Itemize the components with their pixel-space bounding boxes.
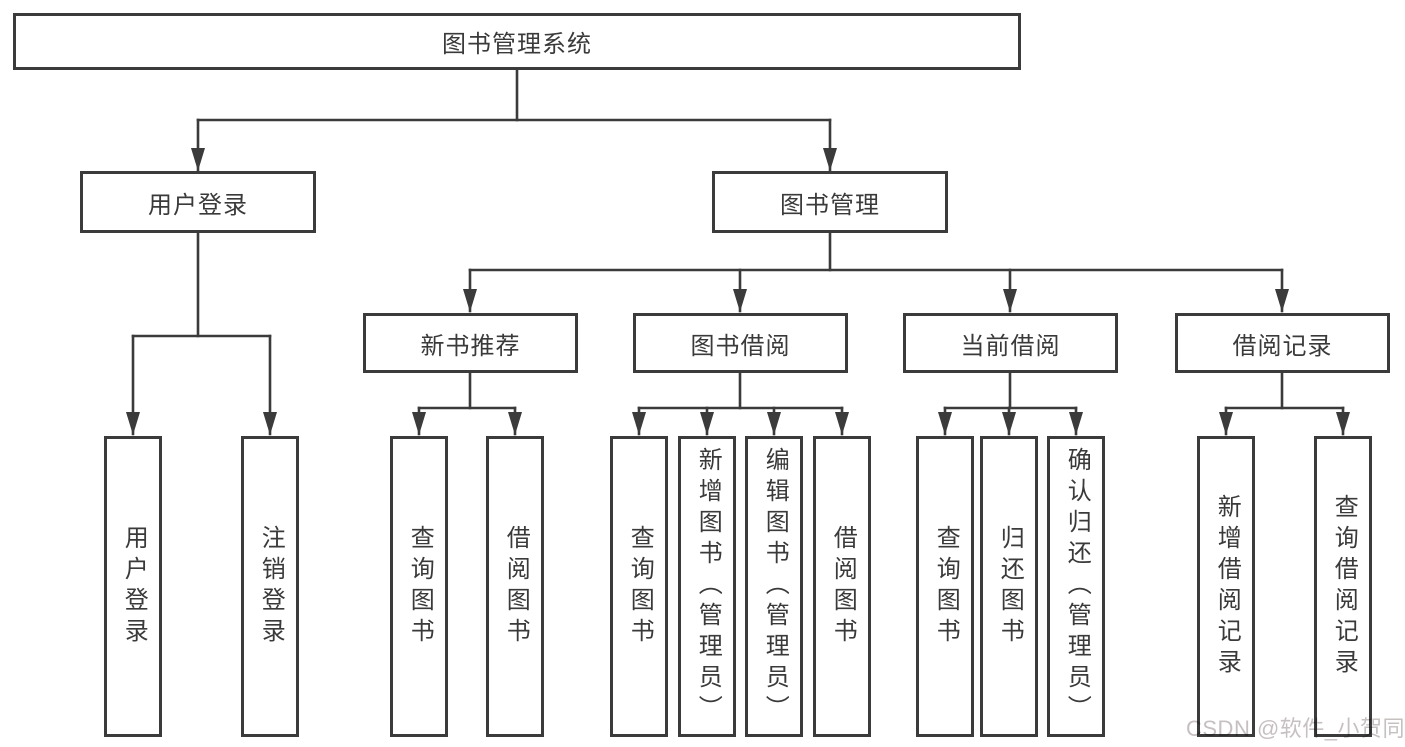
node-label: 用户登录 bbox=[148, 191, 248, 219]
leaf-label: 查询图书 bbox=[932, 524, 960, 649]
leaf-borrow-edit-books-admin: 编辑图书（管理员） bbox=[745, 436, 803, 737]
leaf-borrow-add-books-admin: 新增图书（管理员） bbox=[678, 436, 736, 737]
node-label: 当前借阅 bbox=[960, 332, 1061, 360]
node-user-login: 用户登录 bbox=[80, 171, 316, 233]
node-label: 图书管理 bbox=[780, 191, 880, 219]
leaf-label: 归还图书 bbox=[996, 524, 1024, 649]
node-book-management: 图书管理 bbox=[712, 171, 948, 233]
leaf-label: 借阅图书 bbox=[829, 524, 857, 649]
leaf-current-confirm-return-admin: 确认归还（管理员） bbox=[1047, 436, 1105, 737]
leaf-label: 新增借阅记录 bbox=[1213, 493, 1241, 680]
leaf-records-query-record: 查询借阅记录 bbox=[1314, 436, 1372, 737]
csdn-watermark: CSDN @软件_小贺同学 bbox=[1186, 716, 1405, 741]
leaf-label: 用户登录 bbox=[120, 524, 148, 649]
leaf-label: 查询借阅记录 bbox=[1330, 493, 1358, 680]
leaf-recommend-borrow-books: 借阅图书 bbox=[486, 436, 544, 737]
node-label: 图书管理系统 bbox=[442, 31, 592, 58]
leaf-label: 编辑图书（管理员） bbox=[761, 447, 789, 726]
node-library-management-system: 图书管理系统 bbox=[13, 13, 1021, 70]
leaf-user-login: 用户登录 bbox=[104, 436, 162, 737]
node-label: 新书推荐 bbox=[420, 332, 521, 360]
leaf-records-add-record: 新增借阅记录 bbox=[1197, 436, 1255, 737]
leaf-logout: 注销登录 bbox=[241, 436, 299, 737]
node-book-borrow: 图书借阅 bbox=[633, 313, 848, 373]
node-label: 图书借阅 bbox=[690, 332, 791, 360]
leaf-recommend-query-books: 查询图书 bbox=[390, 436, 448, 737]
leaf-borrow-query-books: 查询图书 bbox=[610, 436, 668, 737]
node-new-book-recommend: 新书推荐 bbox=[363, 313, 578, 373]
leaf-label: 新增图书（管理员） bbox=[694, 447, 722, 726]
node-label: 借阅记录 bbox=[1232, 332, 1333, 360]
leaf-label: 查询图书 bbox=[626, 524, 654, 649]
node-borrow-records: 借阅记录 bbox=[1175, 313, 1390, 373]
leaf-label: 确认归还（管理员） bbox=[1063, 447, 1091, 726]
leaf-current-return-books: 归还图书 bbox=[980, 436, 1038, 737]
wire-group bbox=[126, 68, 1350, 436]
leaf-borrow-borrow-books: 借阅图书 bbox=[813, 436, 871, 737]
leaf-label: 注销登录 bbox=[257, 524, 285, 649]
leaf-label: 查询图书 bbox=[406, 524, 434, 649]
leaf-label: 借阅图书 bbox=[502, 524, 530, 649]
leaf-current-query-books: 查询图书 bbox=[916, 436, 974, 737]
node-current-borrow: 当前借阅 bbox=[903, 313, 1118, 373]
